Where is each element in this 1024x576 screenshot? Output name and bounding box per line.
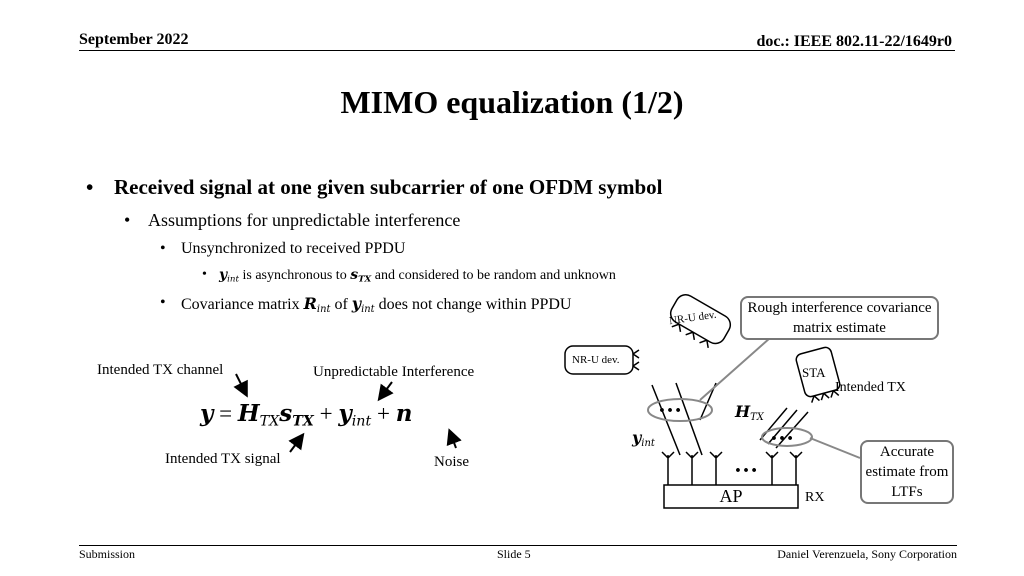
footer-slide-number: Slide 5 (497, 547, 531, 561)
arrow-noise (446, 428, 462, 449)
ap-box (663, 484, 799, 509)
bullet-marker-l3b: • (160, 294, 166, 311)
math-h-tx: HTX (735, 402, 764, 423)
label-intended-tx-channel: Intended TX channel (97, 362, 224, 378)
label-intended-tx-signal: Intended TX signal (165, 451, 281, 467)
dots-sta: … (770, 420, 794, 446)
slide-title: MIMO equalization (1/2) (340, 84, 684, 120)
header-date: September 2022 (79, 31, 189, 48)
signal-equation: y = HTXsTX + yint + n (200, 400, 413, 430)
rx-label: RX (805, 490, 825, 505)
nru-device-2-label: NR-U dev. (572, 354, 620, 366)
sta-device (795, 346, 841, 403)
sta-label: STA (802, 365, 826, 380)
ap-antennas (661, 451, 803, 485)
dots-interference: … (658, 392, 682, 418)
arrow-interference (377, 381, 394, 402)
math-r-int: Rint (303, 294, 331, 315)
callout-rough-estimate: Rough interference covariance matrix est… (740, 296, 939, 340)
footer-author: Daniel Verenzuela, Sony Corporation (777, 547, 957, 561)
label-unpredictable-interference: Unpredictable Interference (313, 364, 475, 380)
ap-label: AP (719, 486, 743, 506)
bullet-marker-l3a: • (160, 240, 166, 257)
footer-rule (79, 545, 957, 546)
header-doc-id: doc.: IEEE 802.11-22/1649r0 (756, 33, 952, 50)
arrow-channel (233, 373, 248, 398)
bullet-marker-l2: • (124, 210, 131, 230)
callout-accurate-estimate: Accurate estimate from LTFs (860, 440, 954, 504)
math-y-int-diagram: yint (632, 428, 655, 449)
bullet-covariance: Covariance matrix Rint of yint does not … (181, 294, 572, 315)
bullet-marker-l1: • (86, 175, 94, 199)
nru-device-1 (669, 294, 732, 348)
nru-device-2 (564, 345, 640, 375)
footer-submission: Submission (79, 547, 136, 561)
bullet-assumptions: Assumptions for unpredictable interferen… (148, 210, 461, 230)
math-y-int: yint (219, 267, 239, 285)
header-rule (79, 50, 955, 51)
arrow-signal (288, 432, 305, 453)
bullet-asynchronous: yint is asynchronous to sTX and consider… (219, 267, 616, 285)
label-noise: Noise (434, 454, 469, 470)
dots-ap: … (734, 452, 758, 478)
bullet-received-signal: Received signal at one given subcarrier … (114, 175, 663, 199)
bullet-marker-l4: • (202, 267, 207, 282)
bullet-unsynchronized: Unsynchronized to received PPDU (181, 240, 406, 257)
intended-tx-label: Intended TX (835, 380, 906, 395)
